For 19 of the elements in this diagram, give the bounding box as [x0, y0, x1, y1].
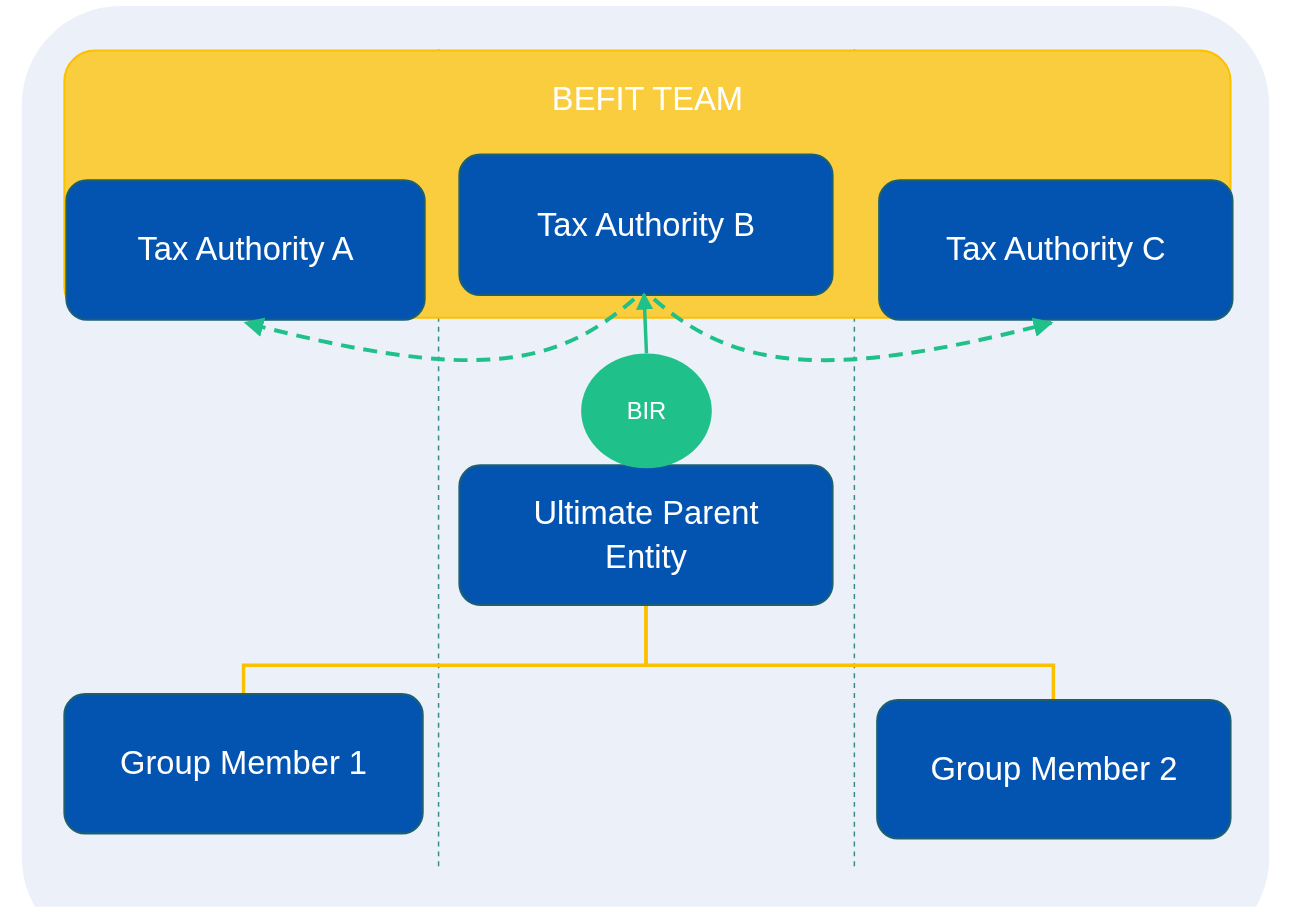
entity-box: [65, 179, 426, 321]
entity-box: [63, 693, 424, 835]
team-band: [63, 49, 1232, 319]
arrow: [652, 297, 1054, 363]
entity-label: Group Member 2: [929, 749, 1179, 789]
entity-box: [458, 464, 834, 606]
team-title: BEFIT TEAM: [550, 79, 745, 119]
arrow: [636, 292, 654, 354]
entity-box: [458, 153, 834, 296]
entity-box: [878, 179, 1234, 321]
entity-label: Tax Authority B: [536, 204, 756, 245]
entity-label: Tax Authority A: [136, 229, 355, 270]
entity-box: [876, 698, 1232, 840]
entity-label: Group Member 1: [119, 743, 368, 784]
arrow: [243, 297, 636, 363]
entity-label: BIR: [625, 395, 668, 426]
connector-line: [644, 605, 1056, 699]
entity-label: Tax Authority C: [945, 229, 1167, 270]
entity-label: Ultimate Parent Entity: [532, 492, 760, 577]
